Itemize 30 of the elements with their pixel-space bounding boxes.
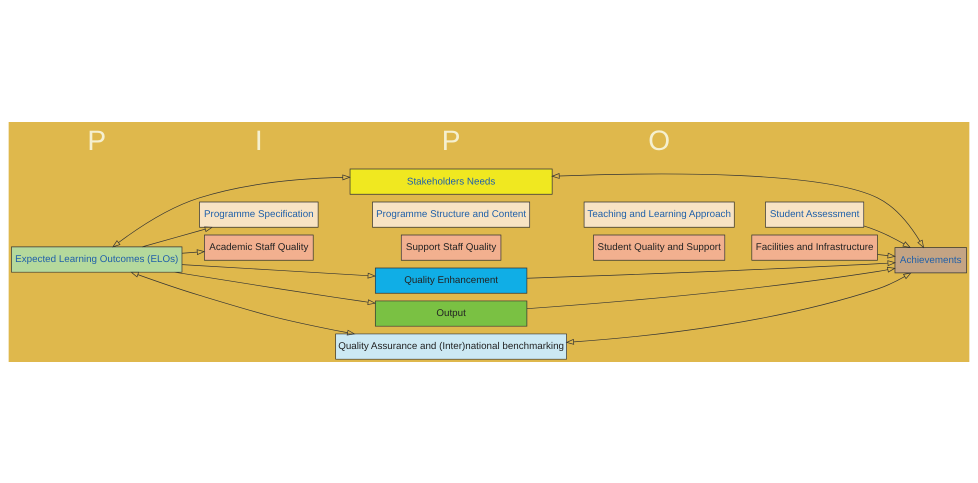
- arrow: [174, 271, 376, 305]
- label: P: [442, 124, 460, 156]
- arrow: [526, 266, 896, 309]
- node-box: Academic Staff Quality: [204, 234, 314, 260]
- arrow: [182, 264, 376, 278]
- node-box: Student Assessment: [765, 201, 864, 228]
- arrow: [130, 271, 356, 336]
- label: O: [648, 124, 670, 156]
- node-box: Student Quality and Support: [593, 234, 726, 260]
- arrow: [864, 225, 912, 248]
- node-box: Quality Assurance and (Inter)national benchmarking: [335, 333, 567, 360]
- arrow: [182, 248, 206, 255]
- arrow: [877, 252, 896, 258]
- node-box: Expected Learning Outcomes (ELOs): [11, 246, 182, 272]
- arrow: [142, 226, 214, 247]
- node-box: Programme Specification: [199, 201, 318, 228]
- node-box: Facilities and Infrastructure: [751, 234, 878, 260]
- node-box: Programme Structure and Content: [372, 201, 530, 228]
- arrow: [112, 174, 351, 248]
- node-box: Output: [374, 300, 528, 326]
- node-box: Achievements: [894, 246, 967, 273]
- node-box: Quality Enhancement: [374, 267, 528, 294]
- node-box: Teaching and Learning Approach: [584, 201, 735, 228]
- arrow: [566, 272, 912, 344]
- label: P: [87, 124, 106, 156]
- label: I: [254, 124, 263, 156]
- node-box: Support Staff Quality: [400, 234, 502, 260]
- node-box: Stakeholders Needs: [350, 168, 552, 194]
- arrow: [551, 172, 924, 248]
- arrow: [526, 260, 896, 278]
